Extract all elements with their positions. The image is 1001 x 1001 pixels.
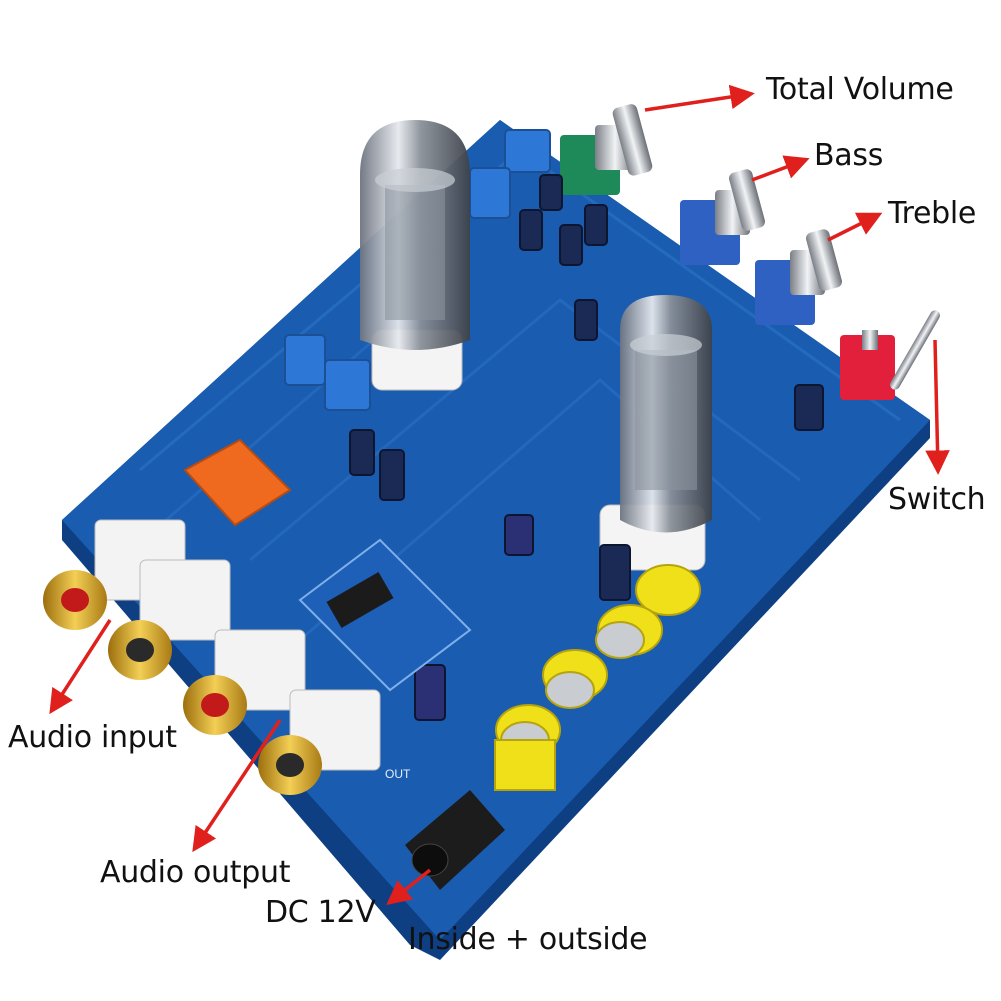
rca-input-jacks [43,519,231,680]
label-total-volume: Total Volume [766,72,954,107]
arrow-total-volume [644,84,755,112]
volume-potentiometer [560,104,653,195]
vacuum-tube-right [599,295,712,571]
relay [183,438,292,527]
arrow-bass [751,155,810,182]
label-switch: Switch [888,482,986,517]
yellow-capacitors [494,564,701,791]
label-bass: Bass [814,138,884,173]
arrow-treble [827,212,883,242]
electrolytic-capacitors [349,174,824,721]
arrow-audio-input [49,619,112,715]
rca-output-jacks: OUT [183,629,411,795]
dc-power-jack [405,790,505,890]
arrow-dc [386,868,432,906]
label-polarity: Inside + outside [408,922,648,957]
callout-arrows [49,84,950,906]
power-toggle-switch [840,310,940,400]
treble-potentiometer [755,229,843,325]
label-dc-12v: DC 12V [265,895,376,930]
out-silkscreen: OUT [385,767,411,781]
vacuum-tube-left [360,120,470,391]
arrow-switch [925,339,950,475]
arrow-audio-output [192,719,282,853]
bass-potentiometer [680,169,766,265]
bluetooth-module [298,538,472,692]
label-treble: Treble [888,196,977,231]
label-audio-output: Audio output [100,855,291,890]
label-audio-input: Audio input [8,720,177,755]
film-capacitors [284,129,551,411]
